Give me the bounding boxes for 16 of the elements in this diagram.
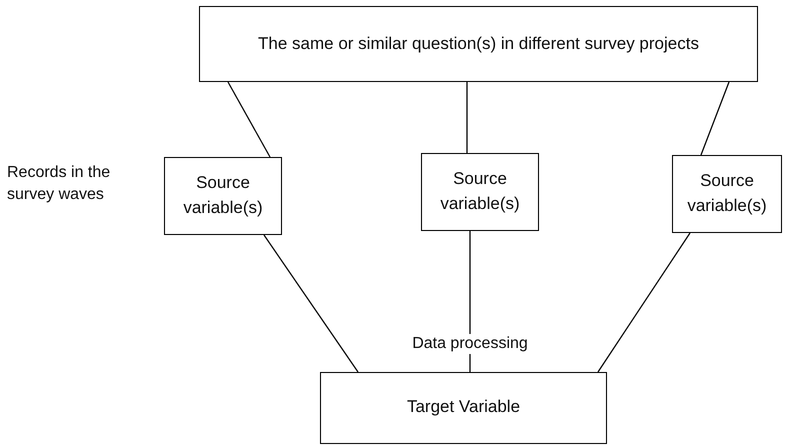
- source-box: [672, 155, 782, 233]
- connector-line: [227, 82, 271, 158]
- side-label: Records in the survey waves: [7, 163, 112, 206]
- connector-line: [466, 82, 468, 153]
- node-text: Source variable(s): [686, 170, 768, 217]
- connector-line: [598, 232, 690, 372]
- node-text: Source variable(s): [182, 172, 264, 219]
- node-text: Source variable(s): [439, 168, 521, 215]
- node-text: The same or similar question(s) in different survey projects: [257, 32, 700, 55]
- node-text: Target Variable: [406, 396, 522, 418]
- source-box: [421, 153, 539, 231]
- target-box: [320, 372, 607, 444]
- source-box: [164, 157, 282, 235]
- connector-line: [264, 234, 358, 372]
- connector-line: [700, 82, 730, 156]
- question-box: [199, 6, 758, 82]
